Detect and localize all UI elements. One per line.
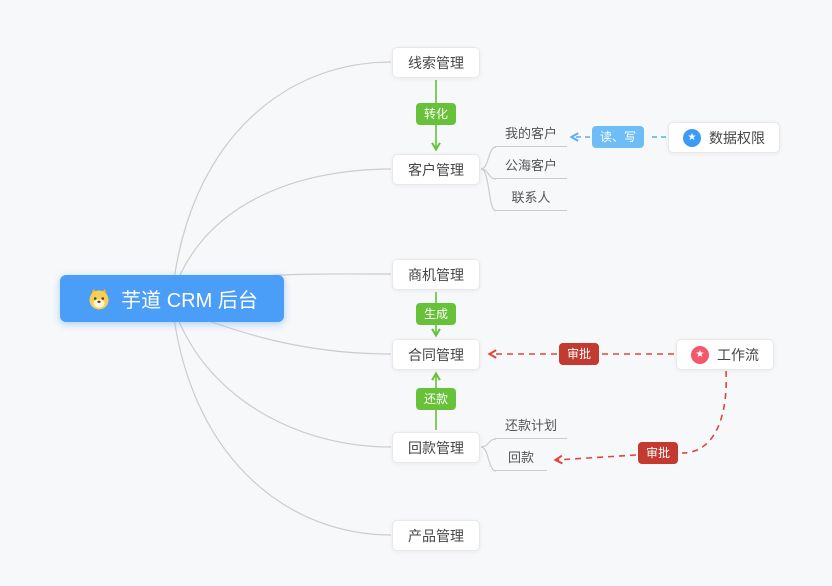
child-item-contacts: 联系人 bbox=[495, 190, 567, 211]
star-icon: ★ bbox=[691, 345, 709, 364]
edge-label-approve-receivable: 审批 bbox=[638, 442, 679, 464]
root-node-title: 芋道 CRM 后台 bbox=[121, 290, 258, 312]
node-leads: 线索管理 bbox=[392, 47, 480, 78]
child-item-my-customers: 我的客户 bbox=[495, 126, 567, 147]
edge-label-repay: 还款 bbox=[416, 388, 457, 410]
root-node-crm-backend: 芋道 CRM 后台 bbox=[60, 275, 284, 322]
child-item-receivable: 回款 bbox=[495, 450, 547, 471]
node-receivables: 回款管理 bbox=[392, 432, 480, 463]
edge-label-convert: 转化 bbox=[416, 103, 457, 125]
node-products: 产品管理 bbox=[392, 520, 480, 551]
dog-face-icon bbox=[86, 286, 112, 312]
node-customers: 客户管理 bbox=[392, 154, 480, 185]
edge-label-read-write: 读、写 bbox=[592, 126, 645, 148]
edge-label-generate: 生成 bbox=[416, 303, 457, 325]
data-permission-label: 数据权限 bbox=[709, 129, 765, 146]
node-data-permission: ★ 数据权限 bbox=[668, 122, 780, 153]
star-icon: ★ bbox=[683, 128, 701, 147]
node-opportunities: 商机管理 bbox=[392, 259, 480, 290]
edge-label-approve-contract: 审批 bbox=[559, 343, 600, 365]
workflow-label: 工作流 bbox=[717, 346, 759, 363]
child-item-repayment-plan: 还款计划 bbox=[495, 418, 567, 439]
node-contracts: 合同管理 bbox=[392, 339, 480, 370]
child-item-public-customers: 公海客户 bbox=[495, 158, 567, 179]
node-workflow: ★ 工作流 bbox=[676, 339, 774, 370]
